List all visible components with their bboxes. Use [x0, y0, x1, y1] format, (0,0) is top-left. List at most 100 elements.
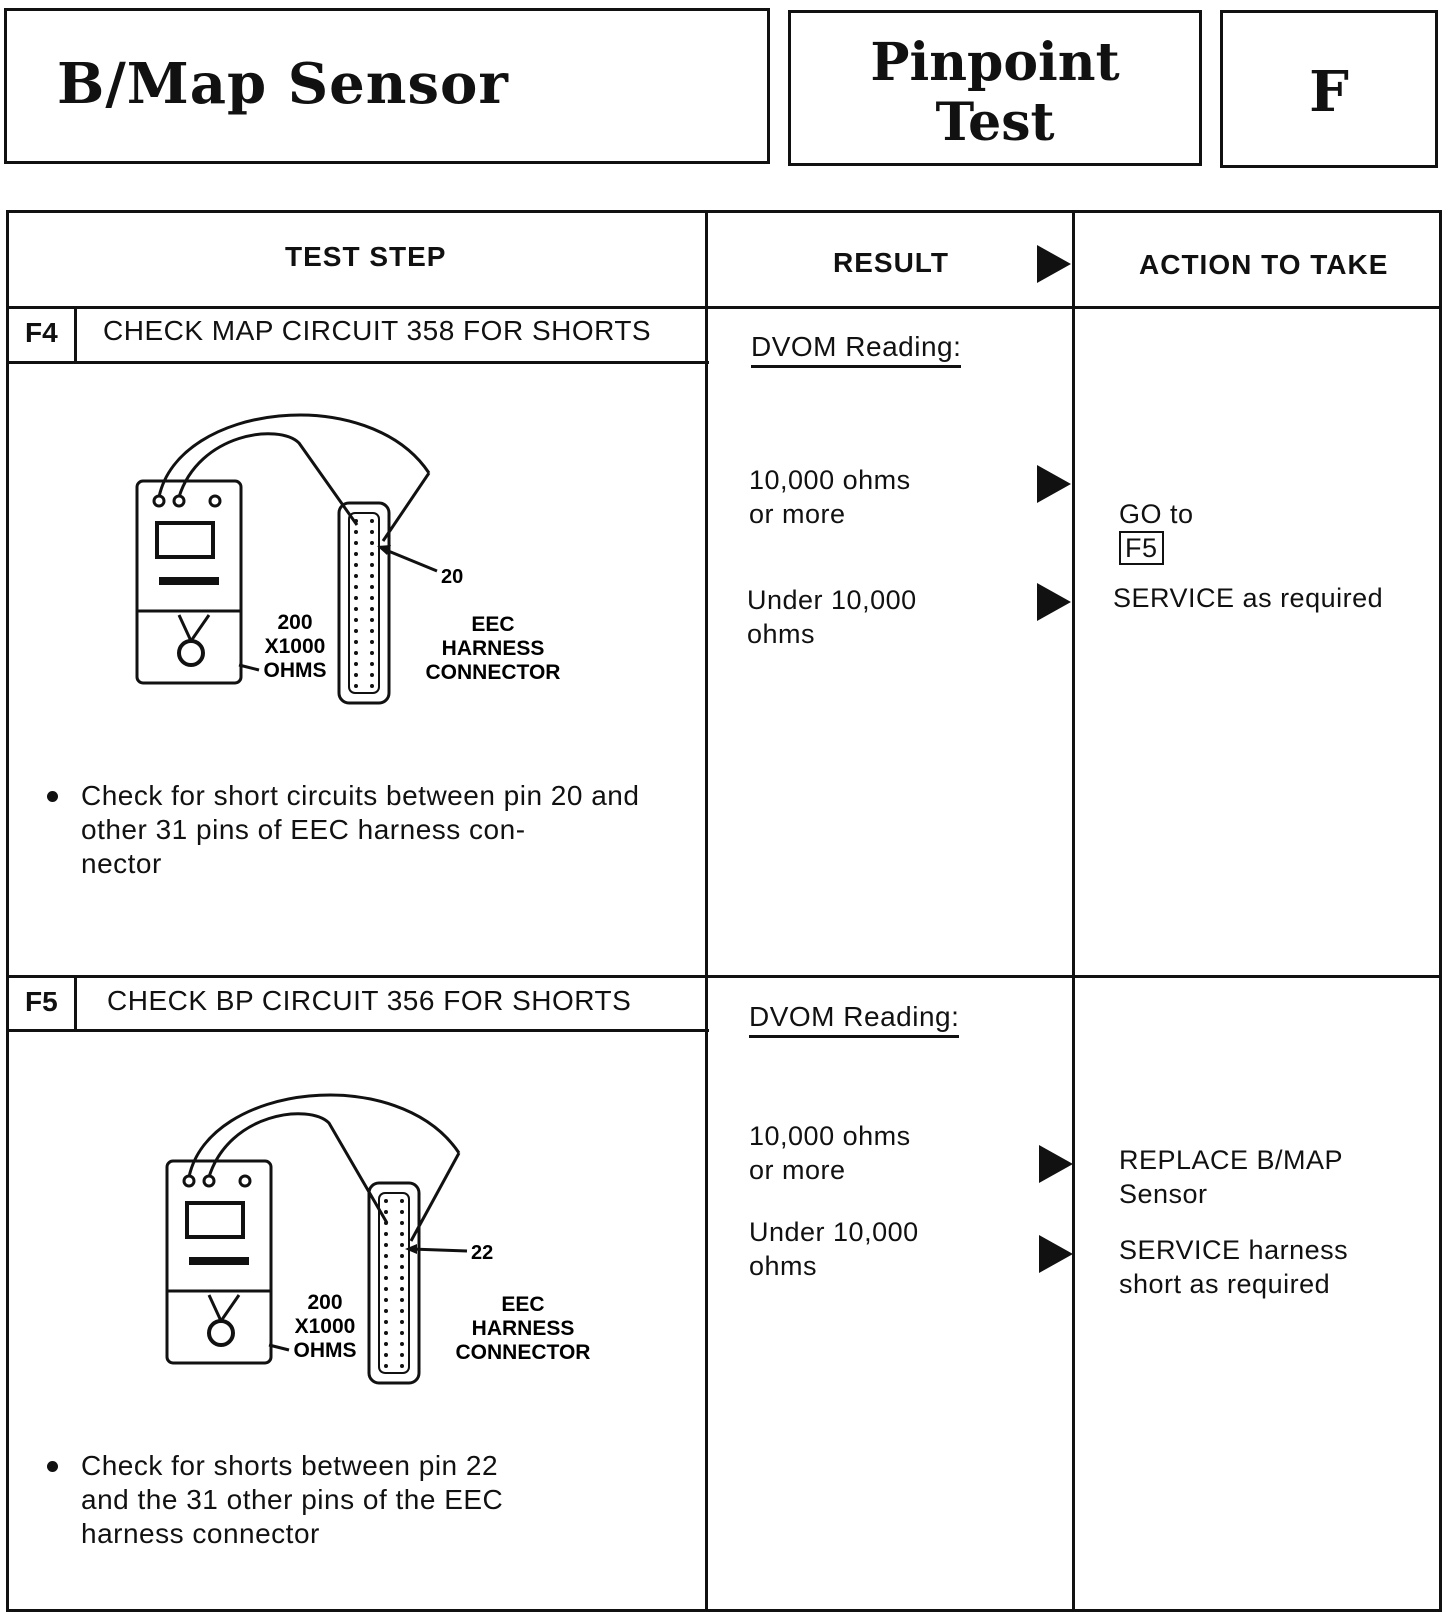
ohms-pointer: [268, 1343, 290, 1352]
step-f4-diagram: 20 200 X1000 OHMS EEC HARNESS CONNECTOR: [135, 413, 560, 705]
header-row-divider: [9, 306, 1439, 309]
step-title-rule: [9, 1029, 709, 1032]
connector-pin: [354, 596, 358, 600]
connector-pin: [400, 1254, 404, 1258]
connector-pin: [370, 574, 374, 578]
step-f5-diagram: 22 200 X1000 OHMS EEC HARNESS CONNECTOR: [165, 1093, 591, 1385]
result-heading: DVOM Reading:: [751, 331, 962, 368]
meter-label-3: OHMS: [294, 1339, 357, 1362]
connector-pin: [354, 574, 358, 578]
connector-pin: [384, 1342, 388, 1346]
connector-pin: [354, 651, 358, 655]
connector-pin: [354, 684, 358, 688]
connector-pin: [400, 1298, 404, 1302]
step-title: CHECK BP CIRCUIT 356 FOR SHORTS: [107, 985, 632, 1016]
connector-pin: [370, 607, 374, 611]
connector-pin: [400, 1199, 404, 1203]
connector-label-1: EEC: [501, 1293, 544, 1316]
connector-pin: [400, 1320, 404, 1324]
connector-pin: [384, 1243, 388, 1247]
pin-label: 22: [471, 1242, 493, 1264]
connector-pin: [354, 530, 358, 534]
connector-pin: [370, 629, 374, 633]
connector-pin: [384, 1298, 388, 1302]
connector-pin: [384, 1309, 388, 1313]
right-arrow-icon: [1037, 245, 1071, 283]
connector-pin: [384, 1353, 388, 1357]
pinpoint-test-line2: Test: [935, 92, 1055, 153]
meter-label-2: X1000: [265, 635, 326, 658]
step-instruction: Check for shorts between pin 22 and the …: [47, 1449, 551, 1551]
connector-pin: [354, 618, 358, 622]
step-row-divider: [9, 975, 1439, 978]
column-divider-2: [1072, 213, 1075, 1609]
connector-pin: [370, 651, 374, 655]
column-head-action: ACTION TO TAKE: [1139, 249, 1389, 280]
connector-pin: [370, 618, 374, 622]
connector-pin: [400, 1221, 404, 1225]
pin-pointer: [380, 546, 438, 573]
action-text: GO to F5: [1119, 463, 1194, 565]
step-reference: F5: [1119, 531, 1164, 565]
connector-pin: [370, 519, 374, 523]
ohms-pointer: [238, 663, 260, 672]
connector-label-3: CONNECTOR: [456, 1341, 591, 1364]
test-code: F: [1309, 59, 1349, 125]
connector-pin: [400, 1243, 404, 1247]
connector-pin: [370, 541, 374, 545]
result-heading: DVOM Reading:: [749, 1001, 960, 1038]
column-divider-1: [705, 213, 708, 1609]
right-arrow-icon: [1039, 1145, 1073, 1183]
connector-pin: [400, 1276, 404, 1280]
connector-pin: [354, 541, 358, 545]
pin-label: 20: [441, 566, 463, 588]
connector-pin: [370, 662, 374, 666]
connector-pin: [354, 552, 358, 556]
connector-pin: [370, 585, 374, 589]
right-arrow-icon: [1037, 583, 1071, 621]
connector-pin: [400, 1342, 404, 1346]
connector-pin: [354, 607, 358, 611]
pinpoint-table: TEST STEP RESULT ACTION TO TAKE F4 CHECK…: [6, 210, 1442, 1612]
connector-pin: [400, 1210, 404, 1214]
pin-pointer-head: [405, 1244, 417, 1254]
step-id: F4: [9, 309, 77, 361]
connector-pin: [384, 1364, 388, 1368]
action-text: SERVICE harness short as required: [1119, 1235, 1349, 1299]
connector-pin: [384, 1287, 388, 1291]
meter-label-1: 200: [277, 611, 312, 634]
connector-pin: [384, 1320, 388, 1324]
step-instruction: Check for short circuits between pin 20 …: [47, 779, 651, 881]
bullet-dot: [47, 1461, 58, 1472]
harness-connector-icon: [367, 1181, 421, 1385]
bullet-dot: [47, 791, 58, 802]
step-title-rule: [9, 361, 709, 364]
test-code-box: F: [1220, 10, 1438, 168]
connector-pin: [384, 1276, 388, 1280]
step-instruction-text: Check for shorts between pin 22 and the …: [81, 1450, 504, 1549]
connector-pin: [400, 1331, 404, 1335]
meter-label-3: OHMS: [264, 659, 327, 682]
connector-label-2: HARNESS: [442, 637, 545, 660]
pinpoint-test-box: Pinpoint Test: [788, 10, 1202, 166]
connector-pin: [400, 1309, 404, 1313]
connector-pin: [384, 1221, 388, 1225]
harness-connector-icon: [337, 501, 391, 705]
title-box: B/Map Sensor: [4, 8, 770, 164]
connector-pin: [354, 563, 358, 567]
connector-pin: [354, 640, 358, 644]
pin-pointer-head: [377, 545, 391, 555]
connector-pin: [384, 1210, 388, 1214]
right-arrow-icon: [1039, 1235, 1073, 1273]
connector-pin: [384, 1254, 388, 1258]
connector-pins: [384, 1199, 404, 1368]
action-prefix: GO to: [1119, 499, 1194, 529]
connector-pin: [400, 1232, 404, 1236]
connector-pin: [400, 1353, 404, 1357]
meter-label-2: X1000: [295, 1315, 356, 1338]
connector-pins: [354, 519, 374, 688]
pinpoint-test-line1: Pinpoint: [870, 32, 1120, 93]
connector-pin: [370, 673, 374, 677]
connector-pin: [384, 1331, 388, 1335]
meter-label-1: 200: [307, 1291, 342, 1314]
